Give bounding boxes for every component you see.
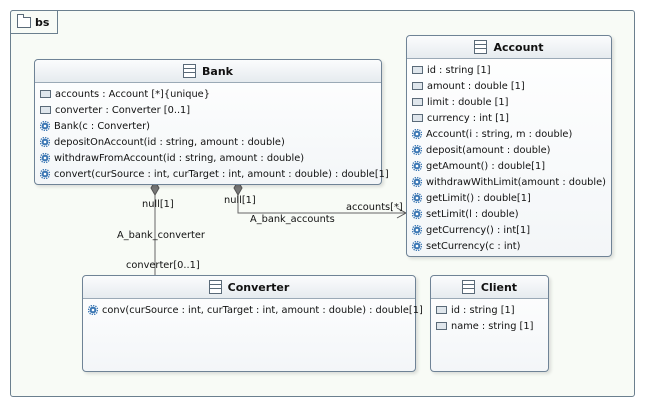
operation-withdraw-from-account[interactable]: withdrawFromAccount(id : string, amount … xyxy=(40,150,377,166)
bank-accounts-source-multiplicity[interactable]: null[1] xyxy=(224,195,256,206)
property-icon xyxy=(436,322,447,330)
class-client-name: Client xyxy=(480,280,518,294)
operation-gear-icon xyxy=(412,193,422,203)
operation-gear-icon xyxy=(40,169,50,179)
class-icon xyxy=(183,64,197,78)
class-converter[interactable]: Converter conv(curSource : int, curTarge… xyxy=(82,275,423,372)
property-icon xyxy=(40,90,51,98)
operation-gear-icon xyxy=(412,241,422,251)
package-tab[interactable]: bs xyxy=(10,10,59,34)
operation-gear-icon xyxy=(412,209,422,219)
bank-accounts-association-name[interactable]: A_bank_accounts xyxy=(250,214,335,225)
operation-gear-icon xyxy=(40,153,50,163)
operation-gear-icon xyxy=(412,177,422,187)
attribute-id[interactable]: id : string [1] xyxy=(412,62,607,78)
operation-get-amount[interactable]: getAmount() : double[1] xyxy=(412,158,607,174)
operation-set-currency[interactable]: setCurrency(c : int) xyxy=(412,238,607,254)
class-account-name: Account xyxy=(493,40,544,54)
folder-icon xyxy=(17,13,31,28)
operation-gear-icon xyxy=(412,129,422,139)
class-bank-header: Bank xyxy=(35,60,381,83)
operation-deposit-on-account[interactable]: depositOnAccount(id : string, amount : d… xyxy=(40,134,377,150)
attribute-client-name[interactable]: name : string [1] xyxy=(436,318,544,334)
operation-account[interactable]: Account(i : string, m : double) xyxy=(412,126,607,142)
class-client[interactable]: Client id : string [1] name : string [1] xyxy=(430,275,549,372)
attribute-limit[interactable]: limit : double [1] xyxy=(412,94,607,110)
class-account[interactable]: Account id : string [1] amount : double … xyxy=(406,35,612,257)
operation-convert[interactable]: convert(curSource : int, curTarget : int… xyxy=(40,166,389,182)
operation-conv[interactable]: conv(curSource : int, curTarget : int, a… xyxy=(88,302,423,318)
property-icon xyxy=(40,106,51,114)
class-icon xyxy=(208,280,222,294)
class-account-header: Account xyxy=(407,36,611,59)
class-converter-header: Converter xyxy=(83,276,415,299)
bank-accounts-target-role[interactable]: accounts[*] xyxy=(346,202,403,213)
operation-deposit[interactable]: deposit(amount : double) xyxy=(412,142,607,158)
attribute-client-id[interactable]: id : string [1] xyxy=(436,302,544,318)
package-name: bs xyxy=(35,15,50,29)
class-icon xyxy=(461,280,475,294)
class-converter-name: Converter xyxy=(227,280,290,294)
operation-gear-icon xyxy=(40,137,50,147)
property-icon xyxy=(412,114,423,122)
operation-gear-icon xyxy=(412,161,422,171)
attribute-amount[interactable]: amount : double [1] xyxy=(412,78,607,94)
class-bank-name: Bank xyxy=(202,64,233,78)
attribute-accounts[interactable]: accounts : Account [*]{unique} xyxy=(40,86,377,102)
operation-withdraw-with-limit[interactable]: withdrawWithLimit(amount : double) xyxy=(412,174,607,190)
operation-gear-icon xyxy=(40,121,50,131)
operation-get-limit[interactable]: getLimit() : double[1] xyxy=(412,190,607,206)
bank-converter-target-role[interactable]: converter[0..1] xyxy=(126,260,200,271)
property-icon xyxy=(412,82,423,90)
attribute-converter[interactable]: converter : Converter [0..1] xyxy=(40,102,377,118)
bank-converter-association-name[interactable]: A_bank_converter xyxy=(117,230,205,241)
class-icon xyxy=(474,40,488,54)
class-client-header: Client xyxy=(431,276,548,299)
property-icon xyxy=(412,66,423,74)
operation-bank[interactable]: Bank(c : Converter) xyxy=(40,118,377,134)
operation-gear-icon xyxy=(412,145,422,155)
operation-gear-icon xyxy=(412,225,422,235)
operation-get-currency[interactable]: getCurrency() : int[1] xyxy=(412,222,607,238)
attribute-currency[interactable]: currency : int [1] xyxy=(412,110,607,126)
class-bank[interactable]: Bank accounts : Account [*]{unique} conv… xyxy=(34,59,389,185)
property-icon xyxy=(436,306,447,314)
property-icon xyxy=(412,98,423,106)
operation-gear-icon xyxy=(88,305,98,315)
bank-converter-source-multiplicity[interactable]: null[1] xyxy=(142,199,174,210)
operation-set-limit[interactable]: setLimit(l : double) xyxy=(412,206,607,222)
